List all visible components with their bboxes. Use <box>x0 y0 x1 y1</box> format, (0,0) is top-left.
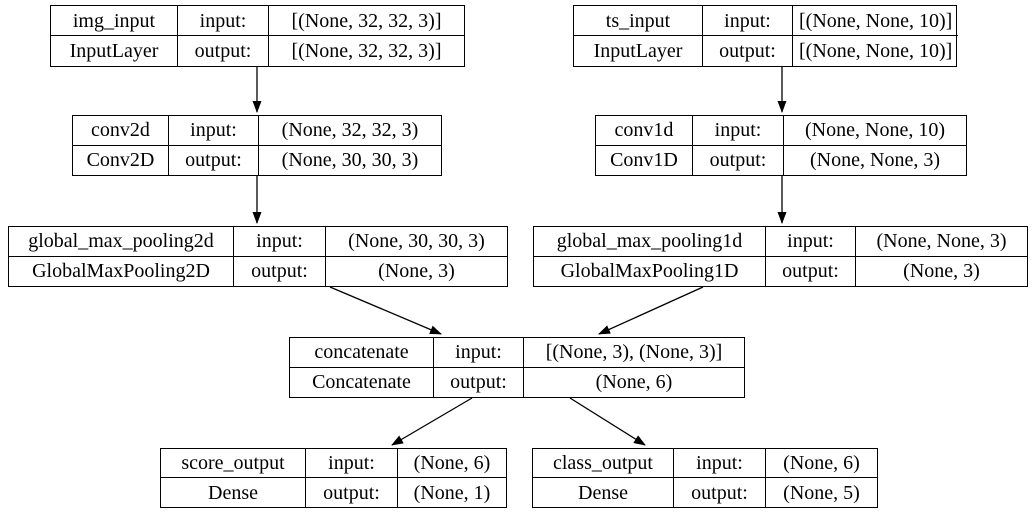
output-label: output: <box>169 145 259 175</box>
input-label: input: <box>234 227 326 257</box>
input-label: input: <box>169 116 259 146</box>
input-label: input: <box>434 338 524 368</box>
layer-node-class-output: class_output input: (None, 6) Dense outp… <box>532 448 878 508</box>
input-label: input: <box>306 449 398 478</box>
input-shape: [(None, 32, 32, 3)] <box>269 6 464 36</box>
layer-type: Dense <box>161 478 306 507</box>
output-label: output: <box>674 478 766 507</box>
input-label: input: <box>703 6 793 36</box>
output-shape: (None, 30, 30, 3) <box>281 149 419 172</box>
layer-name: global_max_pooling2d <box>9 227 234 257</box>
input-shape: (None, 6) <box>398 449 506 478</box>
output-label: output: <box>234 256 326 286</box>
output-label: output: <box>703 36 793 66</box>
layer-node-global-max-pooling1d: global_max_pooling1d input: (None, None,… <box>533 226 1028 287</box>
layer-node-score-output: score_output input: (None, 6) Dense outp… <box>160 448 507 508</box>
input-shape: [(None, None, 10)] <box>793 6 959 36</box>
output-shape: (None, 1) <box>413 481 491 504</box>
input-label: input: <box>178 6 269 36</box>
layer-name: conv2d <box>73 116 169 146</box>
layer-type: InputLayer <box>51 36 178 66</box>
output-shape: [(None, 32, 32, 3)] <box>291 40 442 62</box>
edge-global-max-pooling2d-concatenate <box>329 286 442 335</box>
layer-node-global-max-pooling2d: global_max_pooling2d input: (None, 30, 3… <box>8 226 508 287</box>
input-shape: (None, None, 3) <box>856 227 1027 257</box>
layer-name: img_input <box>51 6 178 36</box>
input-label: input: <box>693 116 784 146</box>
output-shape: (None, 6) <box>595 371 673 394</box>
edge-global-max-pooling1d-concatenate <box>598 286 704 335</box>
input-shape: (None, None, 10) <box>784 116 966 146</box>
layer-name: conv1d <box>596 116 693 146</box>
layer-type: GlobalMaxPooling2D <box>9 256 234 286</box>
layer-type: InputLayer <box>574 36 703 66</box>
input-shape: [(None, 3), (None, 3)] <box>524 338 744 368</box>
layer-name: class_output <box>533 449 674 478</box>
layer-name: global_max_pooling1d <box>534 227 766 257</box>
output-shape: (None, 5) <box>783 481 860 504</box>
layer-node-conv2d: conv2d input: (None, 32, 32, 3) Conv2D o… <box>72 115 442 176</box>
input-label: input: <box>766 227 856 257</box>
layer-type: Conv2D <box>73 145 169 175</box>
edge-concatenate-score-output <box>391 397 473 446</box>
input-shape: (None, 6) <box>766 449 877 478</box>
layer-type: Dense <box>533 478 674 507</box>
output-shape: (None, 3) <box>903 260 980 283</box>
input-shape: (None, 30, 30, 3) <box>326 227 507 257</box>
layer-type: GlobalMaxPooling1D <box>534 256 766 286</box>
output-label: output: <box>178 36 269 66</box>
layer-name: score_output <box>161 449 306 478</box>
output-shape: [(None, None, 10)] <box>799 40 953 62</box>
input-label: input: <box>674 449 766 478</box>
layer-type: Conv1D <box>596 145 693 175</box>
output-label: output: <box>434 367 524 397</box>
output-shape: (None, None, 3) <box>810 149 940 172</box>
input-shape: (None, 32, 32, 3) <box>259 116 441 146</box>
output-label: output: <box>693 145 784 175</box>
layer-type: Concatenate <box>290 367 434 397</box>
edge-concatenate-class-output <box>569 397 646 446</box>
output-label: output: <box>766 256 856 286</box>
layer-name: concatenate <box>290 338 434 368</box>
output-label: output: <box>306 478 398 507</box>
layer-name: ts_input <box>574 6 703 36</box>
layer-node-conv1d: conv1d input: (None, None, 10) Conv1D ou… <box>595 115 967 176</box>
layer-node-img-input: img_input input: [(None, 32, 32, 3)] Inp… <box>50 5 465 67</box>
layer-node-concatenate: concatenate input: [(None, 3), (None, 3)… <box>289 337 745 398</box>
layer-node-ts-input: ts_input input: [(None, None, 10)] Input… <box>573 5 959 67</box>
output-shape: (None, 3) <box>378 260 455 283</box>
